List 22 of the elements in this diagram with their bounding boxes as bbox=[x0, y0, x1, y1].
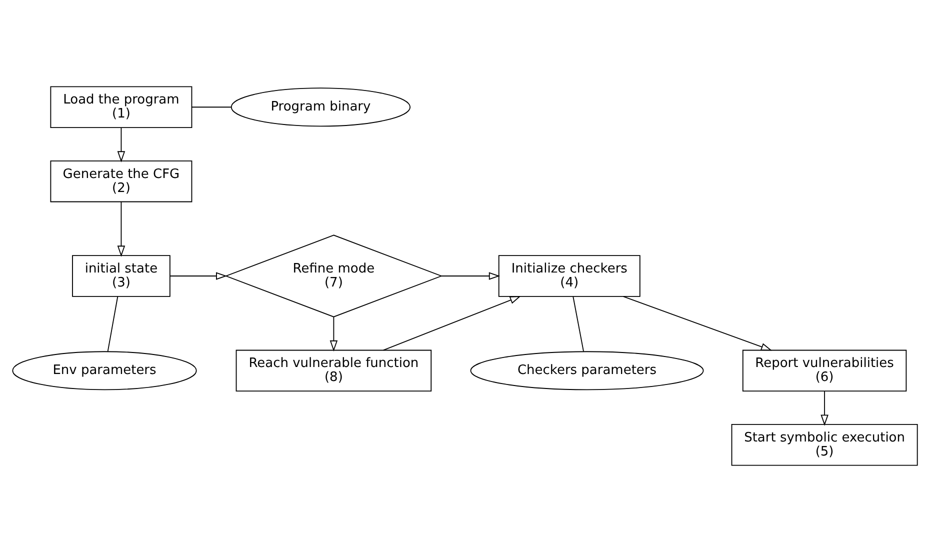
node-diamond: Refine mode (7) bbox=[224, 234, 443, 318]
connector bbox=[191, 106, 232, 108]
arrow bbox=[820, 390, 828, 426]
node-box: Reach vulnerable function (8) bbox=[236, 350, 432, 392]
arrow bbox=[440, 272, 500, 280]
node-box: Load the program (1) bbox=[50, 86, 192, 128]
arrow bbox=[170, 272, 228, 280]
node-box: Start symbolic execution (5) bbox=[731, 424, 918, 466]
node-ellipse: Program binary bbox=[230, 88, 411, 127]
node-box: initial state (3) bbox=[72, 255, 170, 297]
node-box: Generate the CFG (2) bbox=[50, 160, 192, 202]
node-box: Initialize checkers (4) bbox=[498, 255, 640, 297]
arrow bbox=[117, 202, 126, 257]
node-box: Report vulnerabilities (6) bbox=[742, 350, 907, 392]
node-ellipse: Env parameters bbox=[12, 351, 197, 390]
arrow bbox=[330, 316, 338, 352]
arrow bbox=[117, 127, 126, 162]
connector bbox=[107, 296, 118, 352]
node-ellipse: Checkers parameters bbox=[470, 351, 704, 390]
connector bbox=[572, 296, 584, 352]
arrow bbox=[382, 296, 521, 351]
arrow bbox=[622, 296, 772, 351]
